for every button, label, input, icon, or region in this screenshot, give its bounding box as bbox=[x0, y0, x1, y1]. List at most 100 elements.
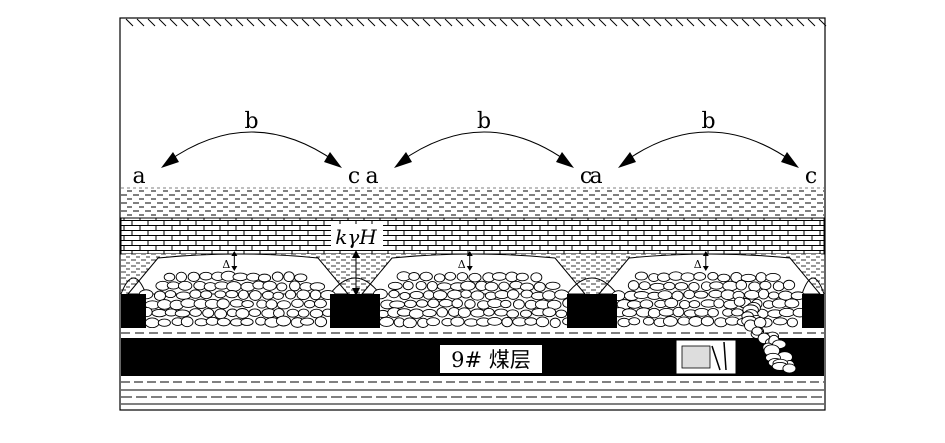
rubble-stone bbox=[456, 272, 469, 282]
mudstone-layer bbox=[121, 188, 824, 218]
rubble-stone bbox=[444, 271, 457, 281]
rubble-stone bbox=[409, 291, 424, 300]
rubble-stone bbox=[174, 309, 190, 318]
rubble-stone bbox=[460, 289, 472, 299]
rubble-stone bbox=[460, 280, 476, 291]
seam-label-box bbox=[440, 345, 542, 373]
face-rubble bbox=[733, 296, 797, 374]
rubble-stone bbox=[300, 317, 315, 326]
rubble-stone bbox=[549, 317, 561, 329]
rubble-stone bbox=[519, 309, 532, 318]
rubble-stone bbox=[617, 317, 631, 328]
rubble-stone bbox=[226, 281, 242, 292]
rubble-stone bbox=[642, 317, 655, 326]
rubble-stone bbox=[276, 282, 288, 292]
rubble-stone bbox=[408, 308, 424, 319]
load-label: kγH bbox=[335, 225, 377, 249]
rubble-stone bbox=[151, 308, 168, 318]
rubble-stone bbox=[470, 290, 485, 301]
rubble-stone bbox=[688, 300, 701, 309]
rubble-stone bbox=[688, 281, 700, 292]
rubble-stone bbox=[545, 281, 561, 290]
rubble-stone bbox=[309, 282, 326, 291]
arch-top-label: b bbox=[244, 109, 258, 134]
load-indicator: kγH bbox=[331, 224, 383, 296]
rubble-stone bbox=[693, 290, 709, 299]
rubble-stone bbox=[542, 290, 556, 301]
rubble-stone bbox=[432, 290, 448, 301]
rubble-stone bbox=[501, 316, 513, 328]
rubble-stone bbox=[621, 308, 637, 318]
rubble-stone bbox=[271, 271, 284, 282]
rubble-stone bbox=[680, 272, 695, 282]
rubble-stone bbox=[283, 271, 295, 283]
arch-right-label: c bbox=[805, 164, 817, 189]
rubble-stone bbox=[700, 316, 715, 327]
rubble-stone bbox=[707, 307, 719, 318]
rubble-stone bbox=[447, 289, 463, 300]
rubble-stone bbox=[200, 290, 213, 300]
rubble-stone bbox=[500, 299, 512, 309]
rubble-stone bbox=[203, 282, 217, 292]
rubble-stone bbox=[772, 317, 788, 326]
rubble-stone bbox=[249, 290, 262, 301]
delta-label: Δ bbox=[222, 258, 230, 271]
rubble-stone bbox=[533, 281, 546, 292]
rubble-stone bbox=[177, 280, 193, 291]
rubble-stone bbox=[468, 272, 482, 283]
rubble-stone bbox=[744, 290, 760, 300]
rubble-stone bbox=[683, 289, 696, 300]
rubble-stone bbox=[257, 273, 272, 283]
rubble-stone bbox=[786, 317, 798, 328]
rubble-stone bbox=[487, 298, 503, 309]
rubble-stone bbox=[153, 290, 167, 301]
goaf-rubble bbox=[138, 270, 808, 329]
rubble-stone bbox=[470, 308, 486, 318]
rubble-stone bbox=[436, 282, 452, 291]
rubble-stone bbox=[438, 298, 454, 308]
arch-arrowhead bbox=[618, 152, 636, 168]
rubble-stone bbox=[164, 290, 177, 299]
rubble-stone bbox=[464, 299, 476, 309]
rubble-stone bbox=[494, 290, 510, 300]
arch-right-label: c bbox=[348, 164, 360, 189]
rubble-stone bbox=[487, 316, 503, 326]
rubble-stone bbox=[663, 281, 676, 291]
rubble-stone bbox=[498, 281, 510, 291]
rubble-stone bbox=[626, 300, 642, 309]
pressure-arch bbox=[623, 131, 794, 163]
seam-label: 9# 煤层 bbox=[451, 348, 531, 372]
rubble-stone bbox=[423, 290, 435, 300]
rubble-stone bbox=[512, 299, 525, 310]
rubble-stone bbox=[237, 289, 249, 300]
rubble-stone bbox=[765, 272, 781, 282]
rubble-stone bbox=[144, 317, 160, 329]
shearer-machine bbox=[675, 339, 737, 375]
rubble-stone bbox=[426, 280, 438, 292]
rubble-stone bbox=[248, 308, 262, 317]
rubble-stone bbox=[555, 309, 568, 319]
rubble-stone bbox=[404, 299, 417, 309]
rubble-stone bbox=[265, 299, 278, 310]
rubble-stone bbox=[779, 307, 795, 318]
rubble-stone bbox=[379, 316, 394, 327]
rubble-stone bbox=[758, 288, 770, 300]
rubble-stone bbox=[291, 298, 304, 308]
rubble-stone bbox=[408, 272, 420, 281]
coal-pillar bbox=[802, 294, 824, 330]
rubble-stone bbox=[426, 317, 440, 327]
rubble-stone bbox=[241, 300, 254, 309]
rubble-stone bbox=[176, 291, 192, 300]
rubble-stone bbox=[433, 273, 446, 283]
rubble-stone bbox=[628, 317, 641, 326]
rubble-stone bbox=[627, 280, 640, 291]
rubble-stone bbox=[276, 300, 291, 310]
rubble-stone bbox=[484, 291, 497, 300]
rubble-stone bbox=[262, 290, 275, 300]
rubble-stone bbox=[255, 316, 267, 326]
rubble-stone bbox=[304, 299, 316, 309]
rubble-stone bbox=[731, 308, 744, 317]
rubble-stone bbox=[387, 281, 403, 290]
